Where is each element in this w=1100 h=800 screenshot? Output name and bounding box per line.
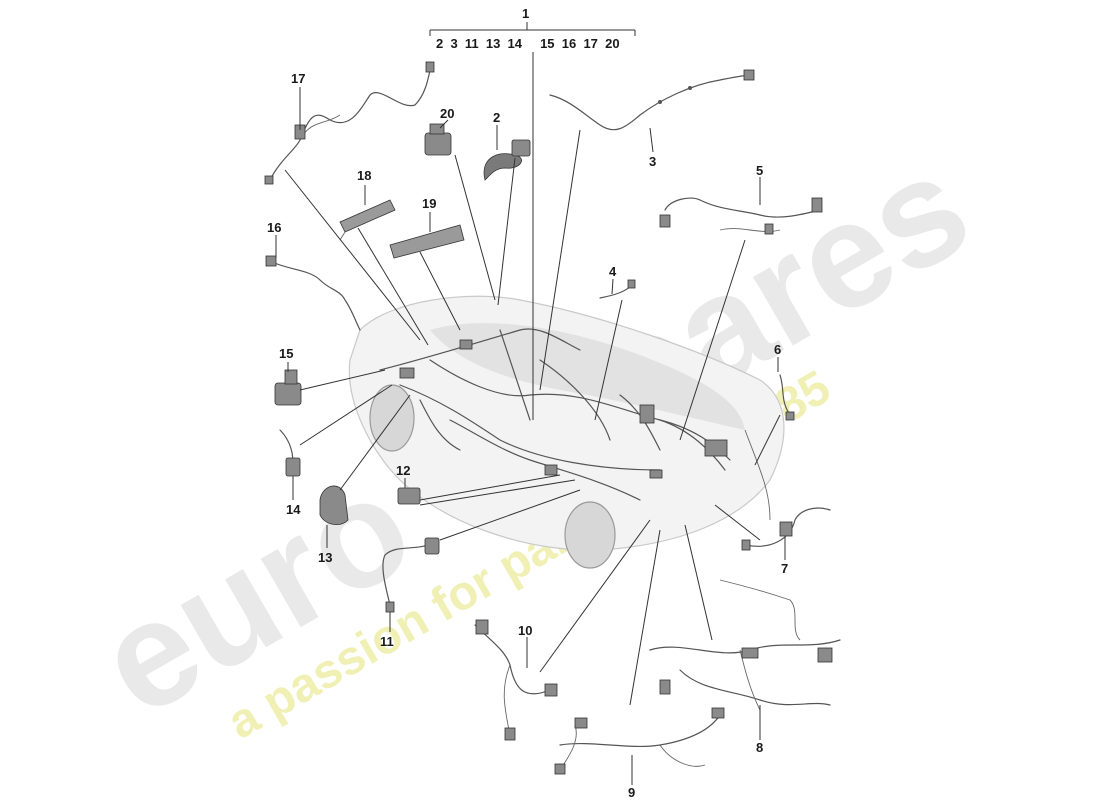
loom-connector	[649, 469, 663, 479]
loom-connector	[704, 439, 728, 457]
part-5-harness	[659, 197, 823, 235]
callout-4: 4	[609, 264, 617, 279]
part-11-harness	[382, 537, 440, 613]
rear-left-wheel	[564, 501, 616, 569]
wiring-loom	[379, 328, 731, 501]
part-18-module	[339, 199, 396, 241]
part-9-harness	[554, 707, 725, 775]
callout-13: 13	[318, 550, 332, 565]
part-10-harness	[474, 619, 558, 741]
part-19-module	[389, 224, 465, 259]
part-14-connector	[279, 429, 301, 477]
callout-3: 3	[649, 154, 656, 169]
part-17-harness	[264, 61, 435, 185]
loom-connector	[459, 339, 473, 350]
callout-16: 16	[267, 220, 281, 235]
callout-18: 18	[357, 168, 371, 183]
callout-7: 7	[781, 561, 788, 576]
loom-connector	[544, 464, 558, 476]
loom-connector	[639, 404, 655, 424]
part-8-harness	[649, 579, 841, 711]
part-13-actuator	[319, 485, 349, 525]
part-6-wire	[779, 374, 795, 421]
part-3-harness	[549, 69, 755, 131]
callout-9: 9	[628, 785, 635, 800]
leader-lines	[275, 22, 786, 785]
part-20-sensor	[424, 123, 452, 156]
callout-10: 10	[518, 623, 532, 638]
callout-17: 17	[291, 71, 305, 86]
part-2-connector	[483, 139, 531, 181]
callout-1-included-parts: 2 3 11 13 14 15 16 17 20	[436, 36, 620, 51]
callout-11: 11	[380, 634, 394, 649]
part-16-harness	[265, 255, 361, 331]
components	[264, 61, 841, 775]
callout-19: 19	[422, 196, 436, 211]
part-12-sensor	[397, 487, 421, 505]
callout-5: 5	[756, 163, 763, 178]
part-15-sensor	[274, 369, 302, 406]
callout-14: 14	[286, 502, 301, 517]
callout-labels: 1 2 3 11 13 14 15 16 17 20 2 3 4 5 6 7 8…	[267, 6, 788, 800]
callout-15: 15	[279, 346, 293, 361]
callout-8: 8	[756, 740, 763, 755]
callout-2: 2	[493, 110, 500, 125]
callout-20: 20	[440, 106, 454, 121]
part-4-wire	[599, 279, 636, 299]
callout-6: 6	[774, 342, 781, 357]
callout-1: 1	[522, 6, 529, 21]
part-7-harness	[741, 507, 831, 551]
loom-connector	[399, 367, 415, 379]
callout-12: 12	[396, 463, 410, 478]
